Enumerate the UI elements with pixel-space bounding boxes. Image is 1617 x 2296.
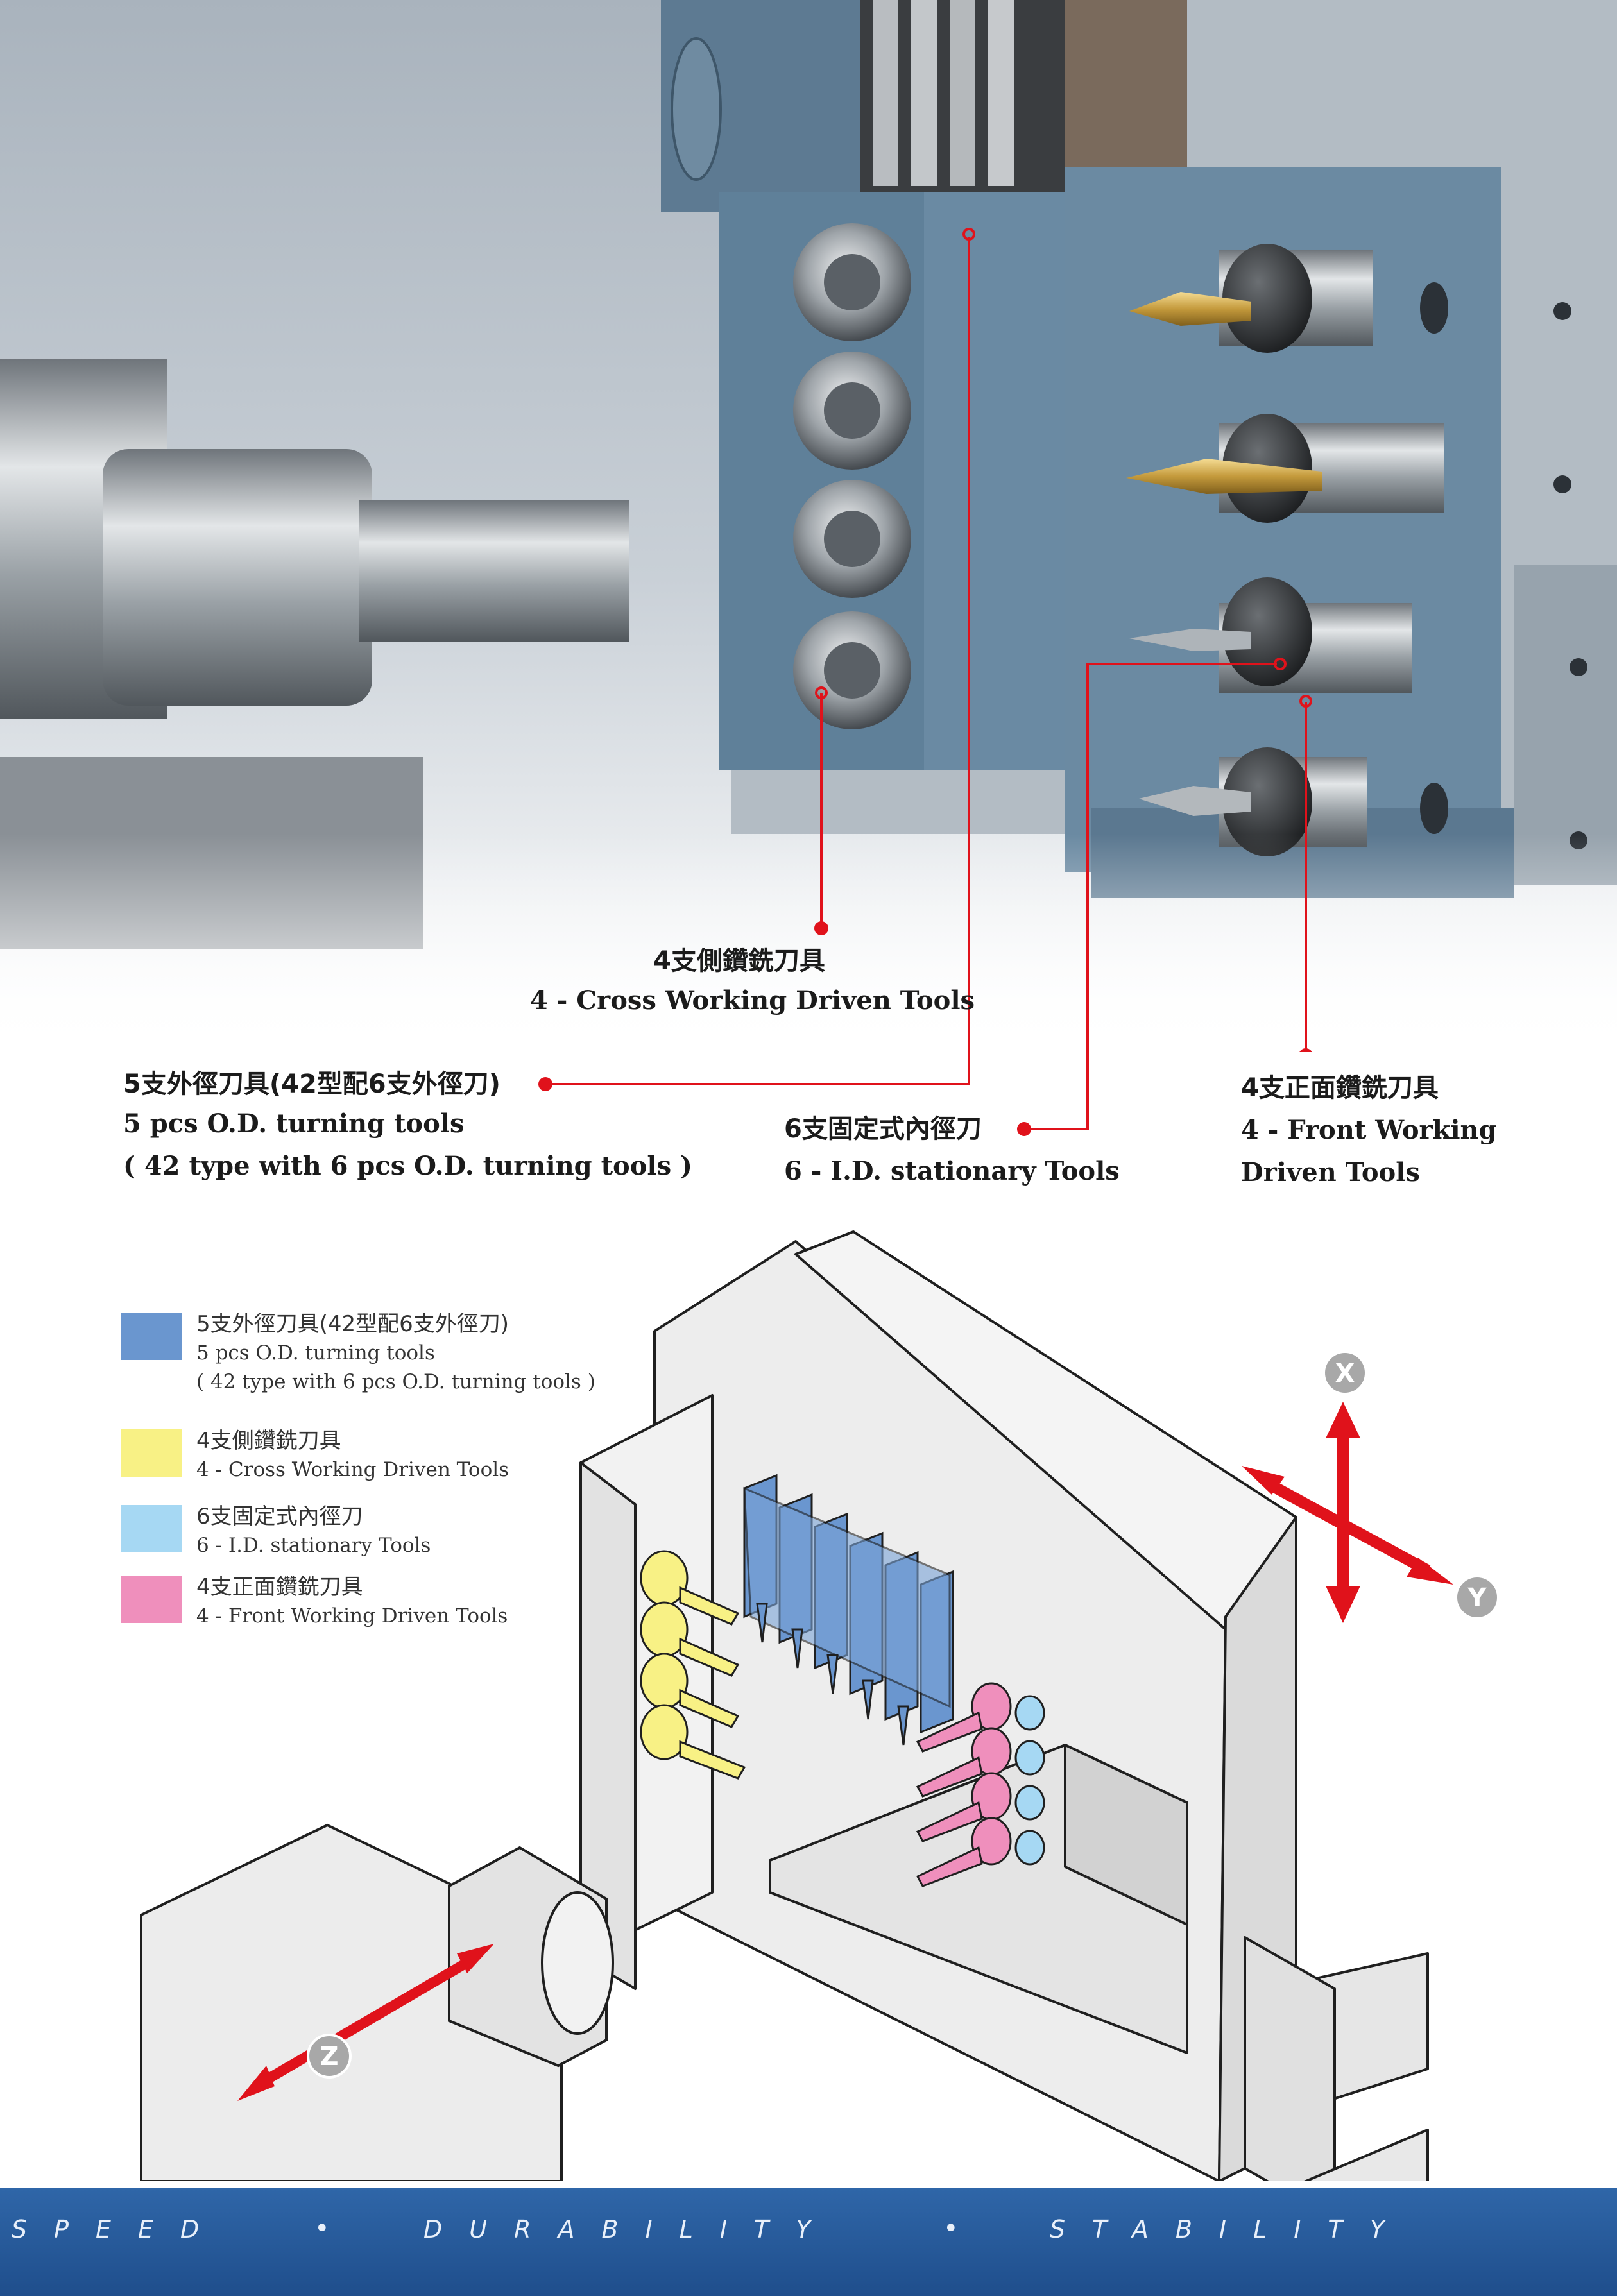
leader-id-tools [1086, 663, 1277, 1052]
legend-id-en1: 6 - I.D. stationary Tools [196, 1534, 431, 1557]
callout-front-en1: 4 - Front Working [1241, 1115, 1497, 1145]
footer-word-durability: DURABILITY [424, 2215, 838, 2243]
legend-swatch-od [121, 1313, 182, 1360]
footer-separator-2: • [943, 2214, 959, 2243]
callout-od-tools: 5支外徑刀具(42型配6支外徑刀) 5 pcs O.D. turning too… [123, 1071, 692, 1179]
callout-cross-en: 4 - Cross Working Driven Tools [530, 985, 975, 1016]
leader-dot-front-tools [1299, 1048, 1312, 1052]
footer-word-stability: STABILITY [1050, 2215, 1412, 2243]
legend-cross-en1: 4 - Cross Working Driven Tools [196, 1458, 509, 1481]
legend-swatch-cross [121, 1429, 182, 1477]
legend-cross-zh: 4支側鑽銑刀具 [196, 1428, 341, 1454]
legend-od-en2: ( 42 type with 6 pcs O.D. turning tools … [196, 1370, 595, 1393]
callout-front-zh: 4支正面鑽銑刀具 [1241, 1073, 1439, 1103]
callout-front-en2: Driven Tools [1241, 1157, 1420, 1187]
callout-id-zh: 6支固定式內徑刀 [784, 1114, 982, 1144]
leader-dot-od-tools [538, 1077, 552, 1091]
leader-od-tools [968, 237, 970, 1052]
callout-od-en2: ( 42 type with 6 pcs O.D. turning tools … [123, 1151, 692, 1181]
leader-dot-cross-tools [814, 921, 828, 935]
footer-banner: SPEED • DURABILITY • STABILITY [0, 2188, 1617, 2296]
axis-y-label: Y [1467, 1583, 1487, 1613]
callout-leaders-lower [538, 1052, 1089, 1136]
axis-y-badge: Y [1455, 1575, 1500, 1620]
axis-z-badge: Z [307, 2034, 352, 2079]
legend-front-en1: 4 - Front Working Driven Tools [196, 1604, 508, 1628]
footer-word-speed: SPEED [12, 2215, 227, 2243]
callout-leaders [814, 228, 1312, 1052]
callout-od-zh: 5支外徑刀具(42型配6支外徑刀) [123, 1069, 501, 1099]
callout-od-en1: 5 pcs O.D. turning tools [123, 1109, 465, 1139]
turret-photo [0, 0, 1617, 1052]
legend-od-en1: 5 pcs O.D. turning tools [196, 1341, 435, 1365]
legend-swatch-front [121, 1576, 182, 1623]
axis-z-label: Z [320, 2042, 338, 2071]
callout-cross-zh: 4支側鑽銑刀具 [653, 946, 825, 976]
leader-dot-id-tools [1017, 1122, 1031, 1136]
callout-id-tools: 6支固定式內徑刀 6 - I.D. stationary Tools [784, 1116, 1120, 1184]
legend-id-zh: 6支固定式內徑刀 [196, 1504, 363, 1529]
axis-x-label: X [1335, 1359, 1355, 1388]
callout-cross-tools: 4支側鑽銑刀具 [653, 948, 825, 974]
callout-id-en: 6 - I.D. stationary Tools [784, 1156, 1120, 1186]
callout-front-tools: 4支正面鑽銑刀具 4 - Front Working Driven Tools [1241, 1075, 1497, 1186]
turret-diagram: X Y Z [140, 1230, 1500, 2181]
callout-cross-tools-en: 4 - Cross Working Driven Tools [530, 988, 975, 1014]
turret-photo-illustration [0, 0, 1617, 1052]
legend-swatch-id [121, 1505, 182, 1552]
footer-separator-1: • [314, 2214, 330, 2243]
legend-front-zh: 4支正面鑽銑刀具 [196, 1574, 363, 1600]
axis-x-badge: X [1322, 1350, 1367, 1395]
legend-od-zh: 5支外徑刀具(42型配6支外徑刀) [196, 1311, 509, 1337]
